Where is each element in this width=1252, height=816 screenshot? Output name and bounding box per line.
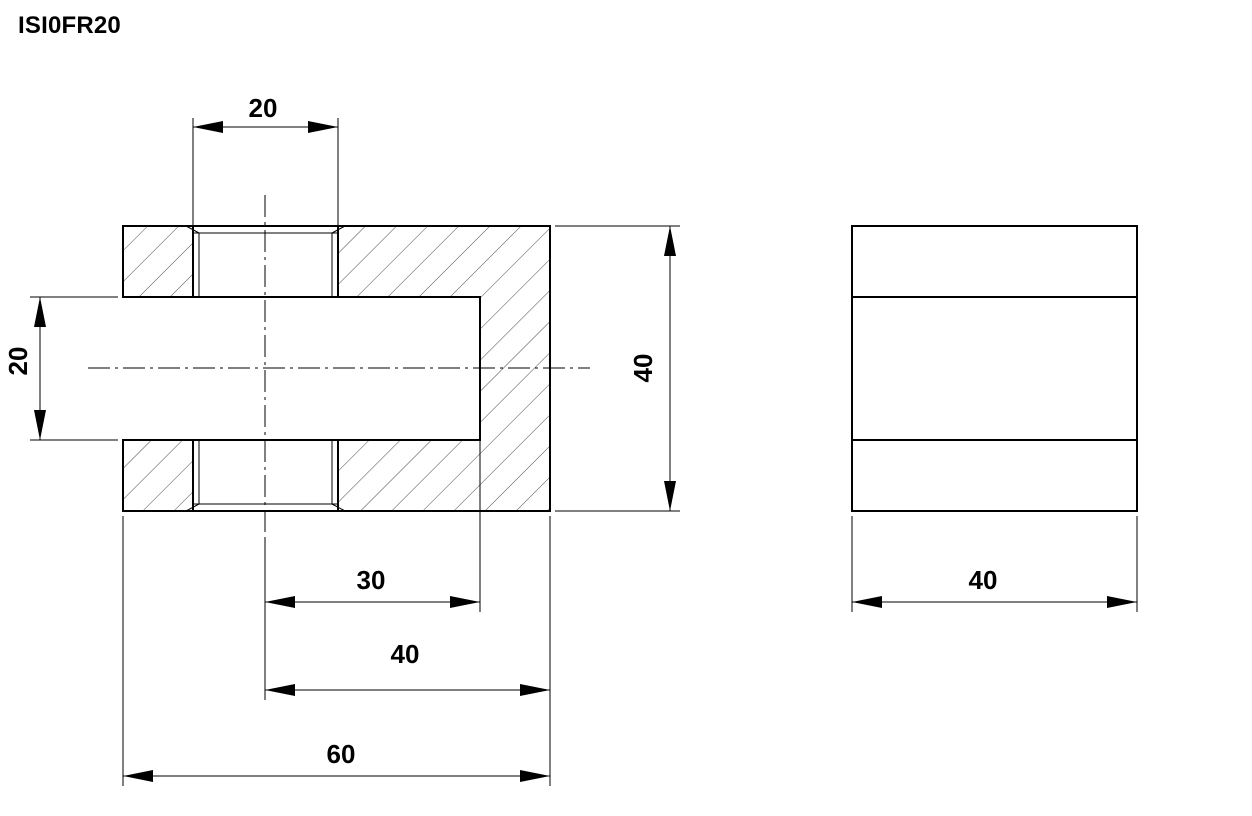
dimension-label: 40 [969, 565, 998, 595]
side-view [851, 225, 1138, 512]
dimension-label: 20 [3, 347, 33, 376]
dimension-axis-to-right: 40 [264, 540, 550, 700]
dimension-slot-height: 20 [3, 296, 118, 441]
dimension-label: 40 [628, 354, 658, 383]
dimension-overall-length: 60 [122, 516, 551, 786]
dimension-overall-height: 40 [555, 225, 680, 512]
dimension-label: 40 [391, 639, 420, 669]
dimension-slot-depth: 30 [265, 440, 481, 612]
dimension-side-width: 40 [851, 516, 1138, 612]
drawing-title: ISI0FR20 [18, 12, 121, 39]
dimension-label: 60 [327, 739, 356, 769]
dimension-hole-width: 20 [192, 93, 339, 226]
dimension-label: 30 [357, 565, 386, 595]
dimension-label: 20 [249, 93, 278, 123]
front-section-view [88, 195, 590, 540]
section-hatching [123, 226, 550, 511]
part-outline [122, 225, 551, 512]
